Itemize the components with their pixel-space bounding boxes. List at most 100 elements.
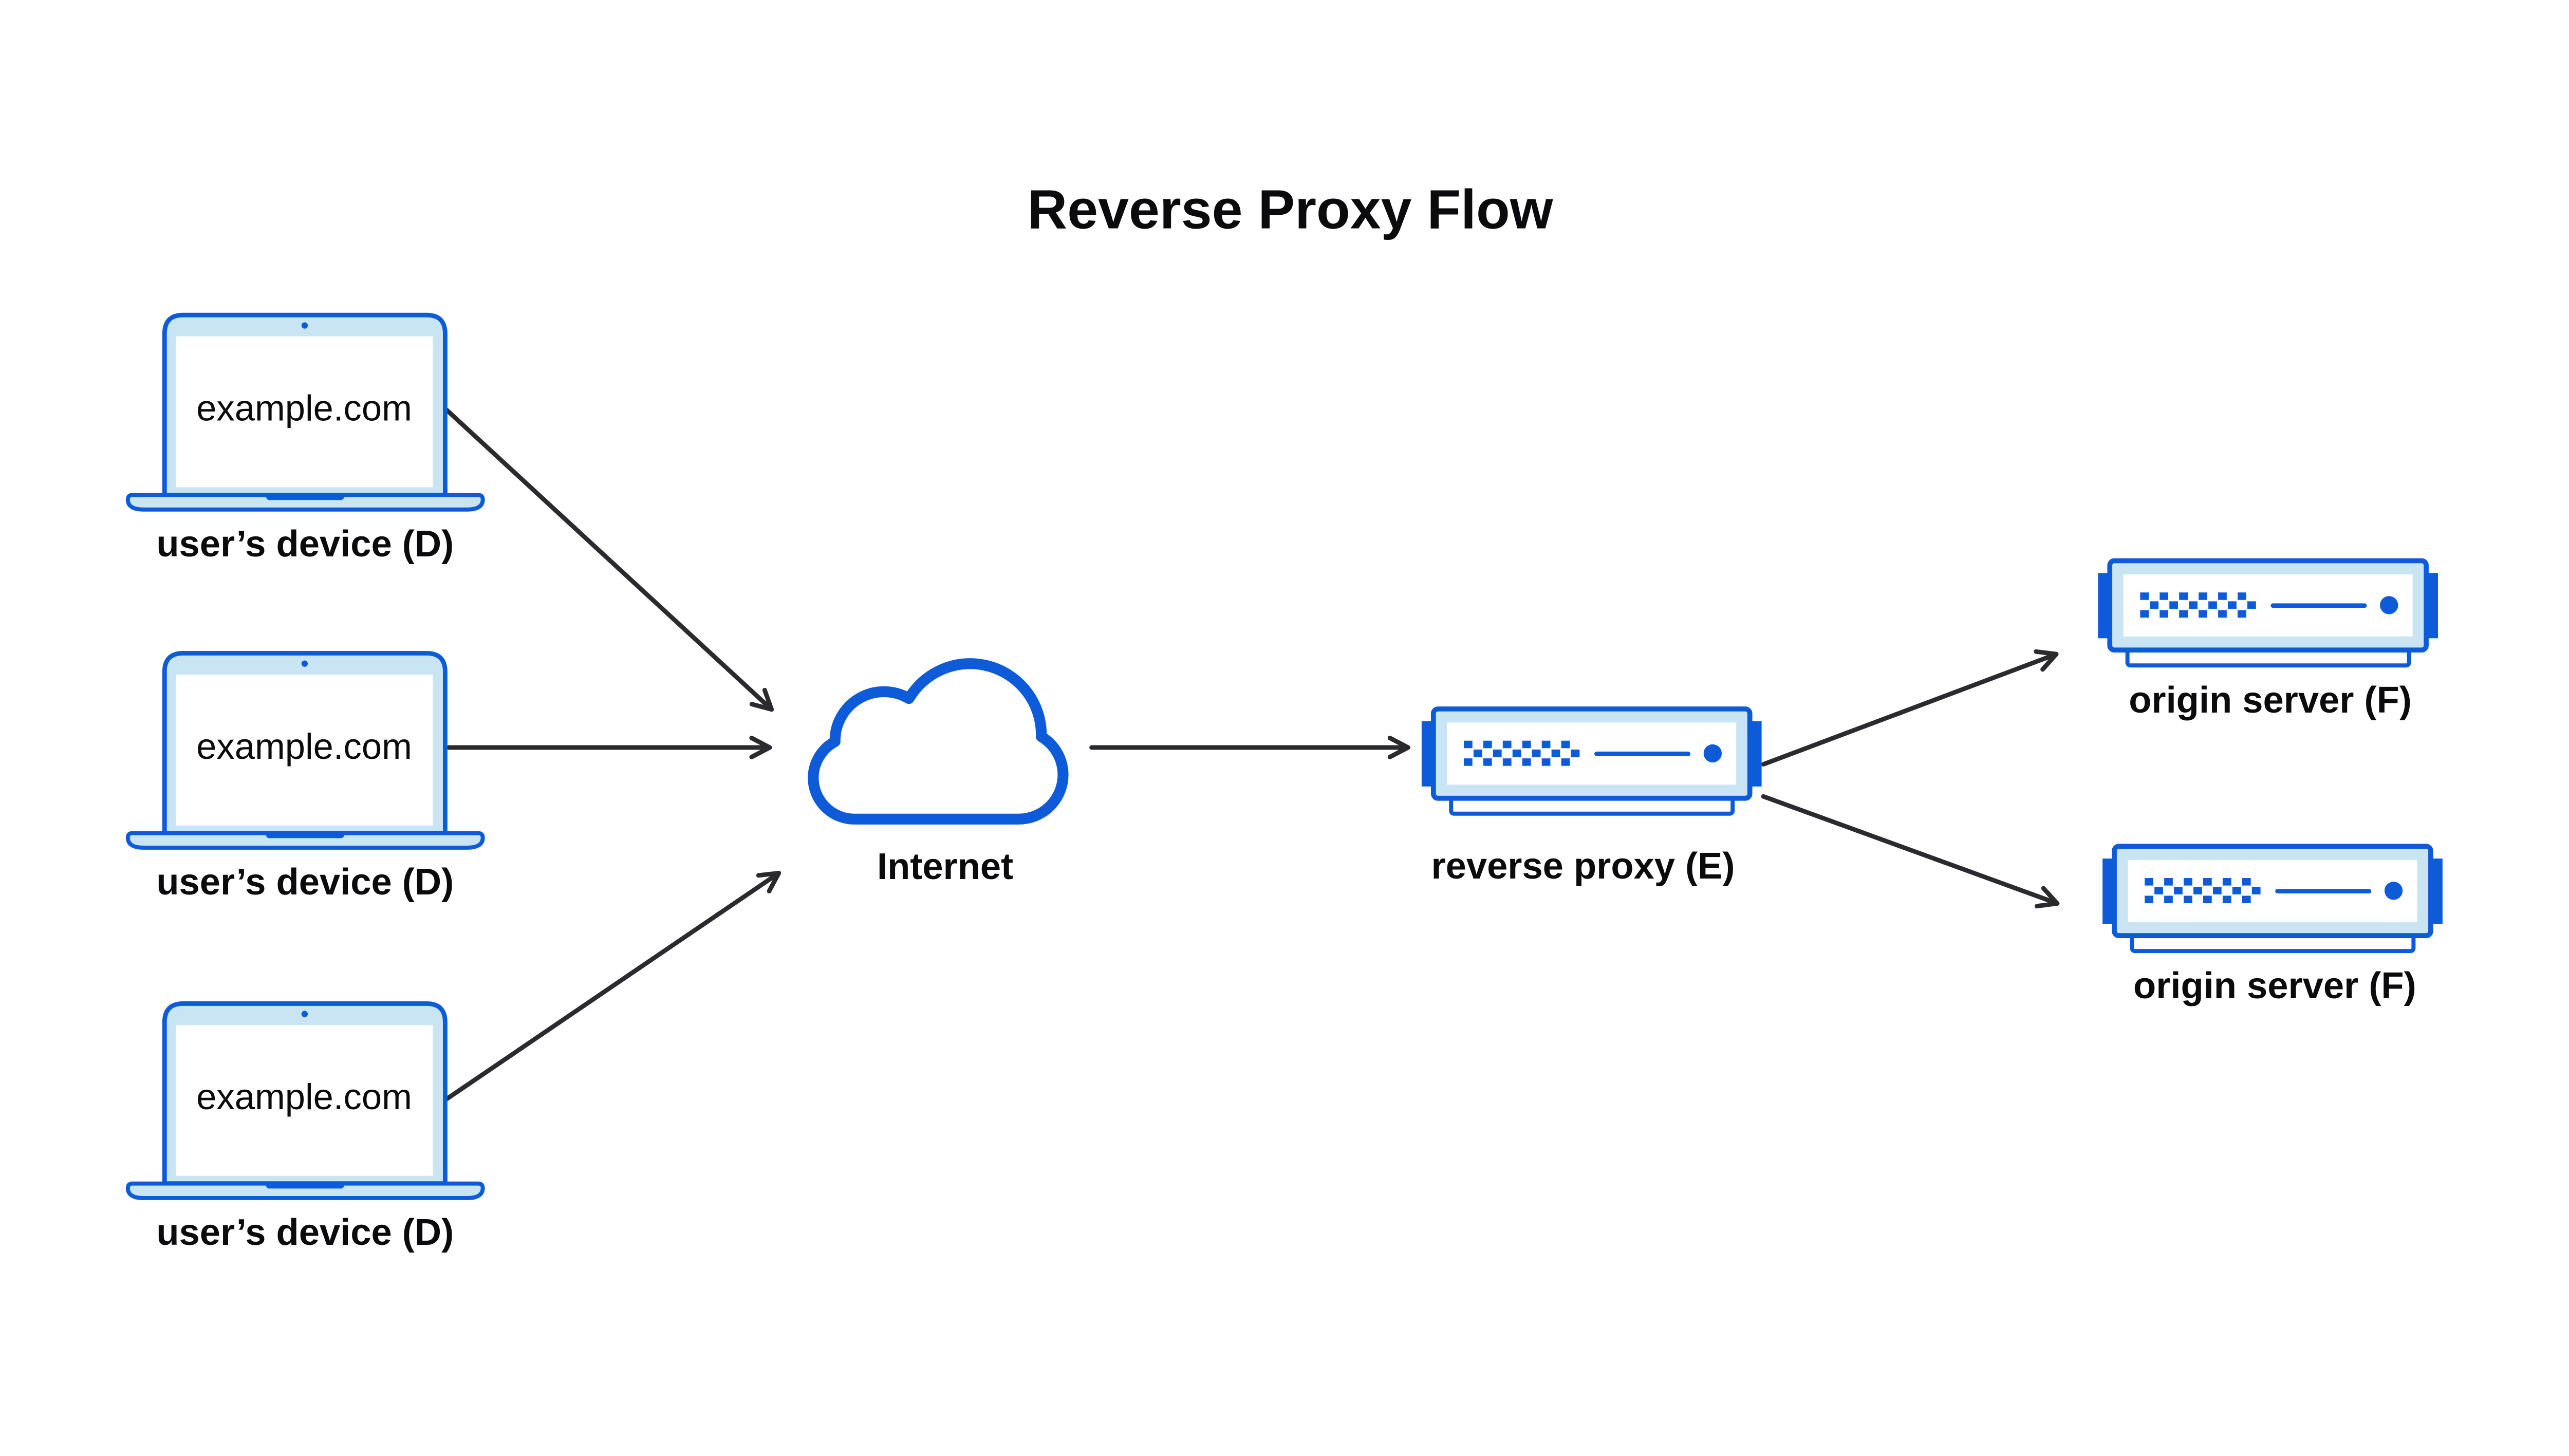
laptop-camera-dot [301,1011,308,1017]
laptop-camera-dot [301,660,308,667]
led-square [2169,601,2179,609]
led-square [2208,601,2217,609]
laptop-base [125,493,485,512]
led-square [1532,749,1541,757]
led-square [2140,610,2149,618]
led-square [1463,758,1473,766]
led-square [2242,878,2251,886]
laptop-screen [176,674,433,826]
led-square [2184,895,2192,904]
laptop-base-notch [266,1182,344,1189]
laptop-base-notch [266,493,344,500]
led-square [1522,740,1531,749]
led-square [2160,592,2169,600]
arrow-proxy-to-origin1 [1761,649,2059,767]
led-square [1502,758,1512,766]
led-square [2164,878,2173,886]
led-square [2228,601,2237,609]
led-square [2184,878,2192,886]
led-square [1493,749,1502,757]
led-square [2145,878,2153,886]
led-square [2160,610,2169,618]
led-square [2140,592,2149,600]
laptop-icon [125,312,485,512]
led-square [2251,887,2261,894]
user-device-1: example.com user’s device (D) [125,312,485,565]
led-square [1522,758,1531,766]
server-face [2128,860,2417,922]
led-square [1571,749,1580,757]
led-square [1541,758,1551,766]
laptop-screen [176,336,433,488]
led-square [2238,610,2246,618]
laptop-icon [125,1001,485,1200]
led-square [2247,601,2256,609]
server-power-dot [2380,596,2398,614]
led-square [2193,887,2202,894]
internet-caption: Internet [877,846,1013,887]
arrow-proxy-to-origin2 [1761,794,2060,909]
server-power-dot [2384,882,2403,900]
led-square [2164,895,2173,904]
led-square [1561,740,1570,749]
led-square [2203,878,2212,886]
screen-url-label: example.com [196,1076,412,1117]
origin-server-1-node: origin server (F) [2098,558,2438,721]
laptop-icon [125,651,485,850]
led-square [2218,610,2227,618]
user-device-3: example.com user’s device (D) [125,1001,485,1253]
server-face [1447,722,1737,785]
led-square [2179,592,2188,600]
led-square [1541,740,1551,749]
led-square [2203,895,2212,904]
led-square [2212,887,2222,894]
server-power-dot [1703,744,1722,763]
led-square [2189,601,2198,609]
server-led-grid-icon [2145,878,2261,904]
led-square [1483,740,1492,749]
reverse-proxy-node: reverse proxy (E) [1421,706,1762,887]
reverse-proxy-caption: reverse proxy (E) [1431,846,1735,887]
screen-url-label: example.com [196,726,412,767]
laptop-camera-dot [301,322,308,329]
led-square [2222,895,2231,904]
led-square [1473,749,1482,757]
device-caption: user’s device (D) [156,1212,454,1253]
server-led-grid-icon [1463,740,1580,766]
origin-server-2-node: origin server (F) [2102,844,2443,1006]
laptop-base [125,1181,485,1200]
led-square [2222,878,2231,886]
screen-url-label: example.com [196,388,412,428]
device-caption: user’s device (D) [156,524,454,565]
internet-node: Internet [808,658,1069,887]
led-square [1463,740,1473,749]
led-square [2145,895,2153,904]
led-square [1502,740,1512,749]
origin-server-caption: origin server (F) [2129,680,2412,721]
led-square [1561,758,1570,766]
origin-server-caption: origin server (F) [2133,965,2416,1006]
server-face [2123,574,2413,637]
led-square [1483,758,1492,766]
laptop-screen [176,1024,433,1176]
led-square [2150,601,2159,609]
led-square [2199,610,2207,618]
led-square [2232,887,2241,894]
page-title: Reverse Proxy Flow [1028,179,1553,240]
led-square [2199,592,2207,600]
led-square [1551,749,1560,757]
device-caption: user’s device (D) [156,862,454,903]
arrow-device3-to-internet [444,870,781,1102]
led-square [2154,887,2163,894]
led-square [1512,749,1521,757]
led-square [2174,887,2183,894]
led-square [2179,610,2188,618]
led-square [2238,592,2246,600]
laptop-base [125,831,485,850]
arrow-device1-to-internet [444,408,774,712]
laptop-base-notch [266,832,344,838]
user-device-2: example.com user’s device (D) [125,651,485,903]
led-square [2242,895,2251,904]
internet-cloud-icon [808,658,1069,825]
